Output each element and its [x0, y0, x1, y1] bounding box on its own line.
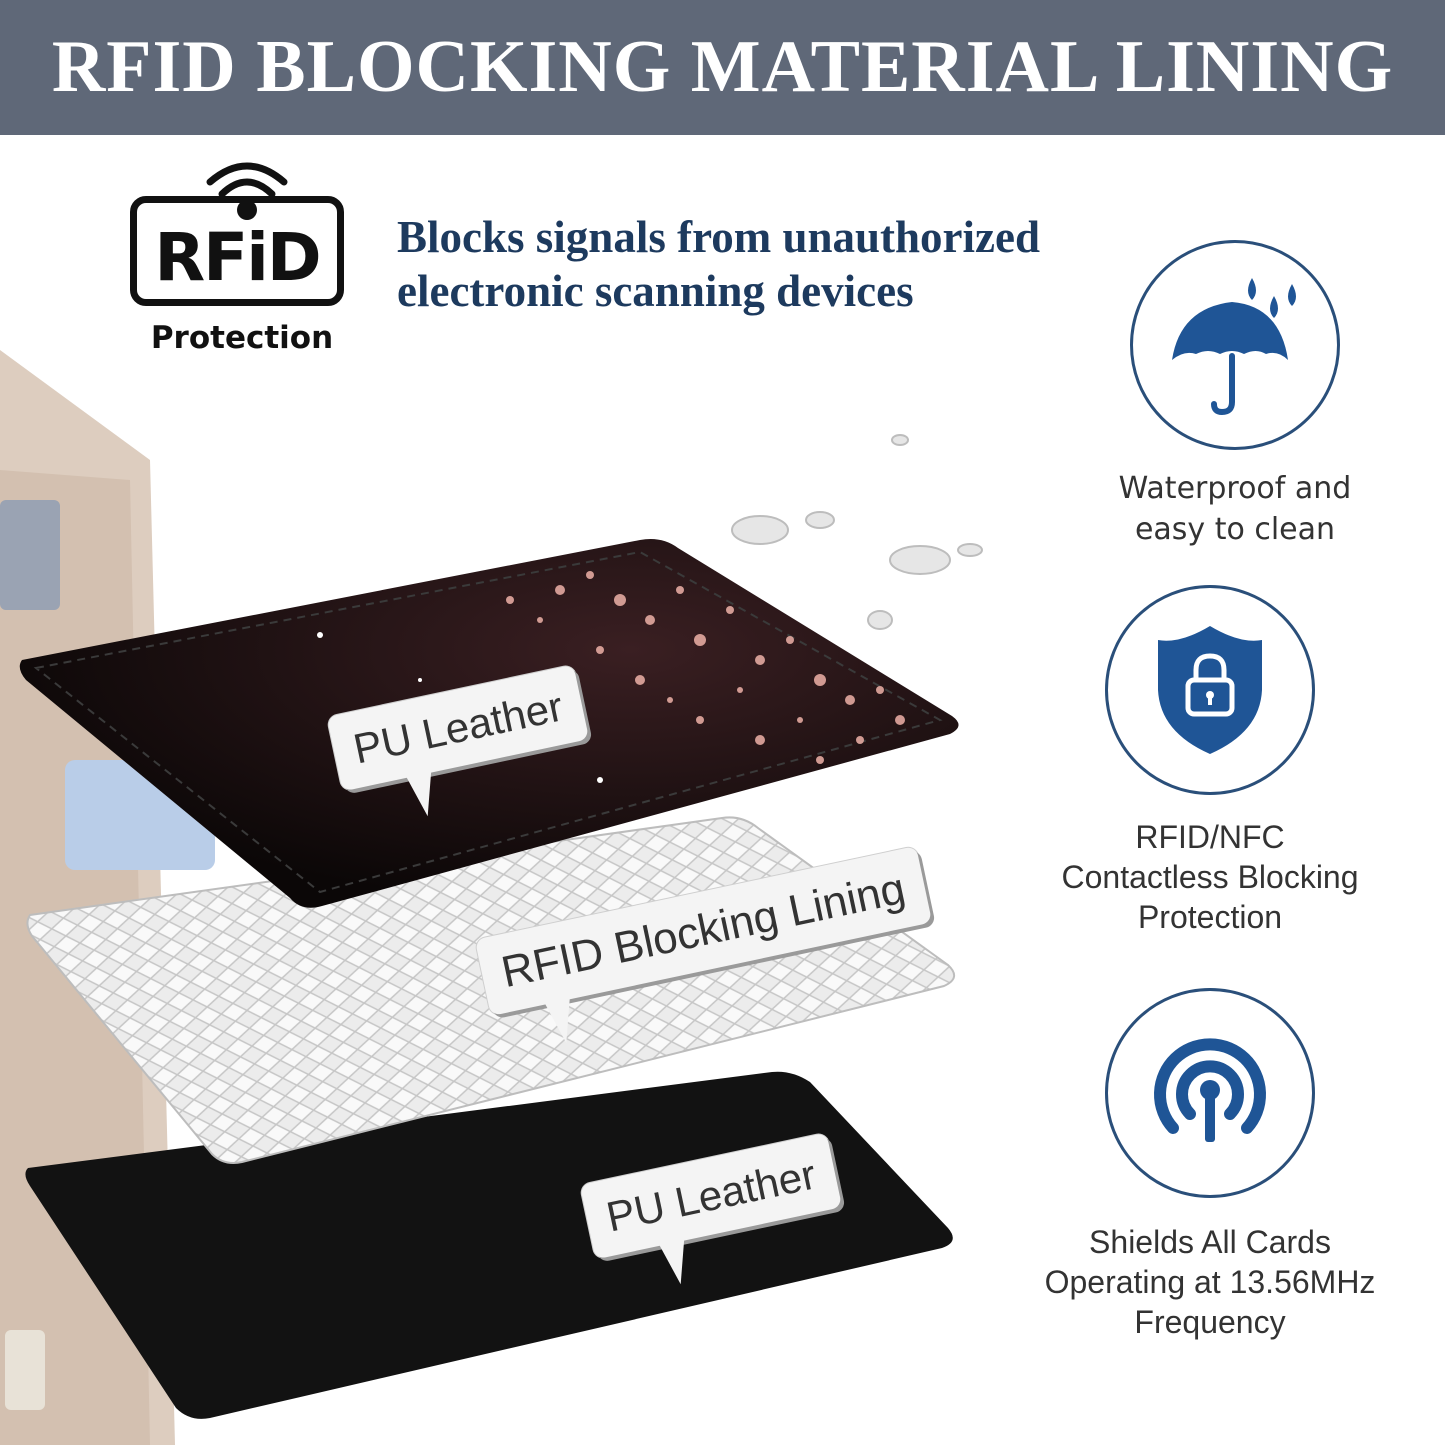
- water-droplets: [731, 434, 983, 630]
- feature-line: RFID/NFC: [1135, 819, 1285, 855]
- tagline: Blocks signals from unauthorized electro…: [397, 210, 1097, 318]
- feature-line: Waterproof and: [1118, 471, 1352, 506]
- feature-line: Frequency: [1134, 1304, 1286, 1340]
- feature-rfid-nfc-label: RFID/NFC Contactless Blocking Protection: [1030, 817, 1390, 937]
- feature-rfid-nfc-blocking: RFID/NFC Contactless Blocking Protection: [1030, 585, 1390, 937]
- banner-title: RFID BLOCKING MATERIAL LINING: [51, 26, 1394, 108]
- shield-lock-icon: [1158, 626, 1262, 754]
- feature-card-frequency-label: Shields All Cards Operating at 13.56MHz …: [1010, 1222, 1410, 1342]
- feature-waterproof: Waterproof and easy to clean: [1080, 240, 1390, 550]
- rfid-wifi-icon: [206, 162, 288, 220]
- feature-line: Contactless Blocking: [1061, 859, 1359, 895]
- feature-line: easy to clean: [1134, 512, 1336, 547]
- rfid-logo-text: RFiD: [154, 218, 321, 296]
- feature-ring: [1105, 988, 1315, 1198]
- tagline-line-2: electronic scanning devices: [397, 266, 914, 316]
- title-banner: RFID BLOCKING MATERIAL LINING: [0, 0, 1445, 135]
- signal-antenna-icon: [1154, 1038, 1266, 1142]
- feature-ring: [1105, 585, 1315, 795]
- feature-line: Operating at 13.56MHz: [1044, 1264, 1376, 1300]
- umbrella-rain-icon: [1172, 278, 1296, 416]
- rfid-protection-badge: RFiD Protection: [126, 158, 358, 358]
- tagline-line-1: Blocks signals from unauthorized: [397, 212, 1041, 262]
- rfid-badge-caption: Protection: [150, 320, 334, 356]
- feature-card-frequency-shield: Shields All Cards Operating at 13.56MHz …: [1010, 988, 1410, 1342]
- feature-waterproof-label: Waterproof and easy to clean: [1080, 468, 1390, 550]
- feature-line: Shields All Cards: [1089, 1224, 1331, 1260]
- rfid-logo-box: RFiD: [130, 196, 344, 306]
- feature-line: Protection: [1137, 899, 1283, 935]
- feature-ring: [1130, 240, 1340, 450]
